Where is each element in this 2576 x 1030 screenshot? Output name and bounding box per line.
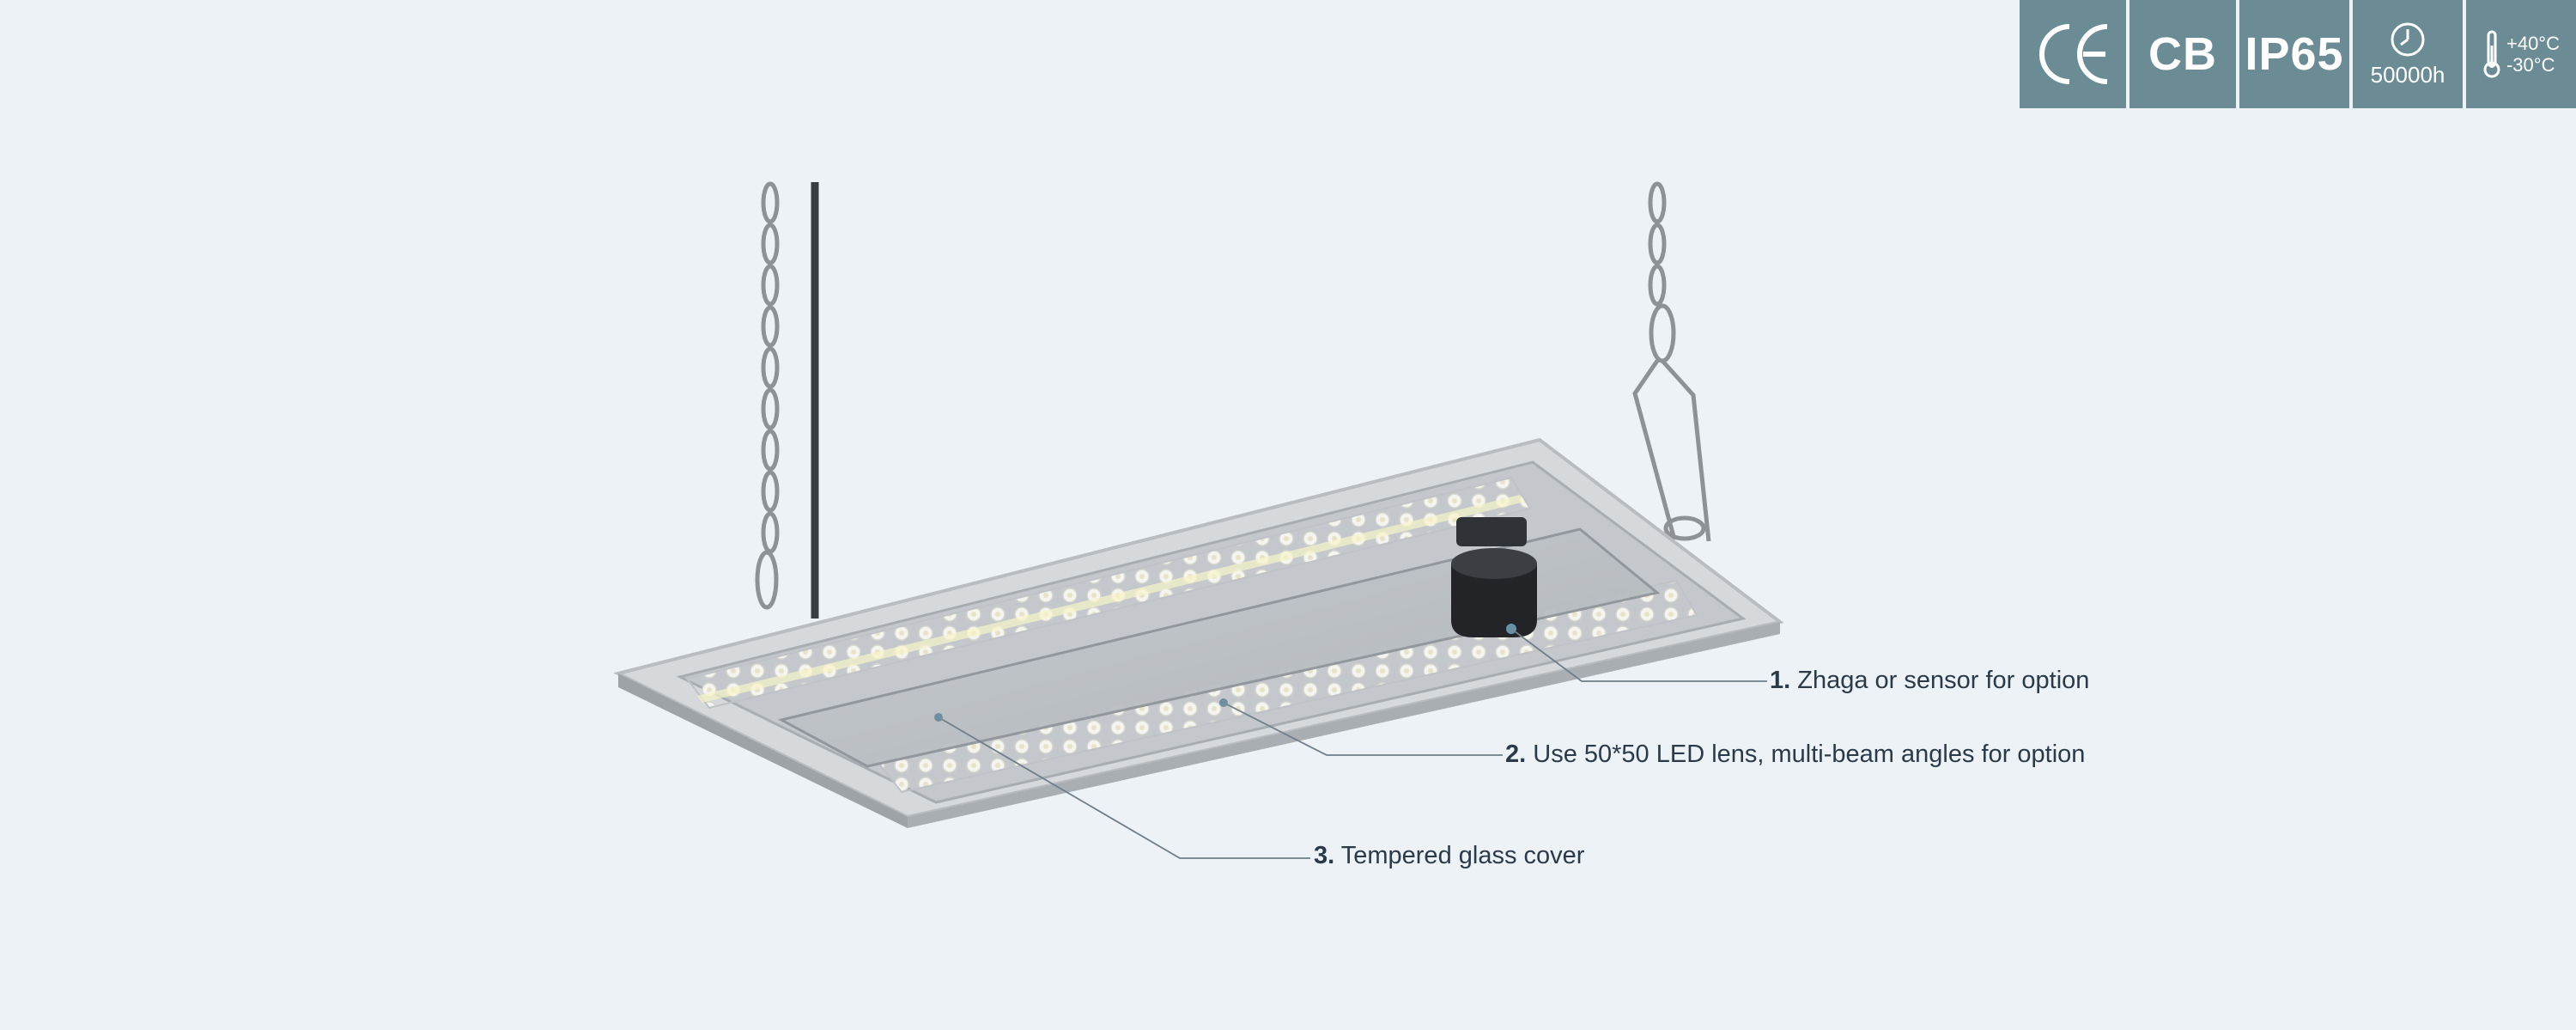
callout-2-number: 2. [1505, 741, 1527, 768]
lifetime-label: 50000h [2370, 61, 2445, 88]
callout-3-text: Tempered glass cover [1340, 842, 1585, 869]
tempered-glass-cover [777, 527, 1661, 768]
callout-1-text: Zhaga or sensor for option [1797, 667, 2090, 694]
clock-icon [2391, 22, 2425, 56]
ip65-badge: IP65 [2239, 0, 2349, 108]
callout-zhaga-sensor: 1. Zhaga or sensor for option [1770, 667, 2089, 695]
callout-dots [934, 625, 1516, 722]
callout-3-number: 3. [1314, 842, 1335, 869]
callout-led-lens: 2. Use 50*50 LED lens, multi-beam angles… [1505, 741, 2085, 769]
right-chain [1632, 181, 1711, 542]
left-chain [755, 181, 780, 610]
temp-low-label: -30°C [2506, 54, 2555, 76]
certification-badges: CB IP65 50000h +40°C -30°C [2020, 0, 2576, 108]
ce-mark-badge [2020, 0, 2126, 108]
thermometer-icon [2483, 30, 2500, 78]
ce-mark-icon [2039, 24, 2108, 84]
led-module-upper [685, 476, 1532, 710]
cb-label: CB [2148, 28, 2217, 80]
lifetime-badge: 50000h [2353, 0, 2463, 108]
cb-badge: CB [2129, 0, 2236, 108]
ip-label: IP65 [2245, 28, 2344, 80]
callout-1-number: 1. [1770, 667, 1791, 694]
leader-lines [938, 628, 1767, 859]
temperature-badge: +40°C -30°C [2466, 0, 2576, 108]
temp-high-label: +40°C [2506, 33, 2560, 54]
callout-2-text: Use 50*50 LED lens, multi-beam angles fo… [1533, 741, 2086, 768]
zhaga-sensor [1451, 517, 1537, 637]
callout-glass-cover: 3. Tempered glass cover [1314, 842, 1584, 870]
